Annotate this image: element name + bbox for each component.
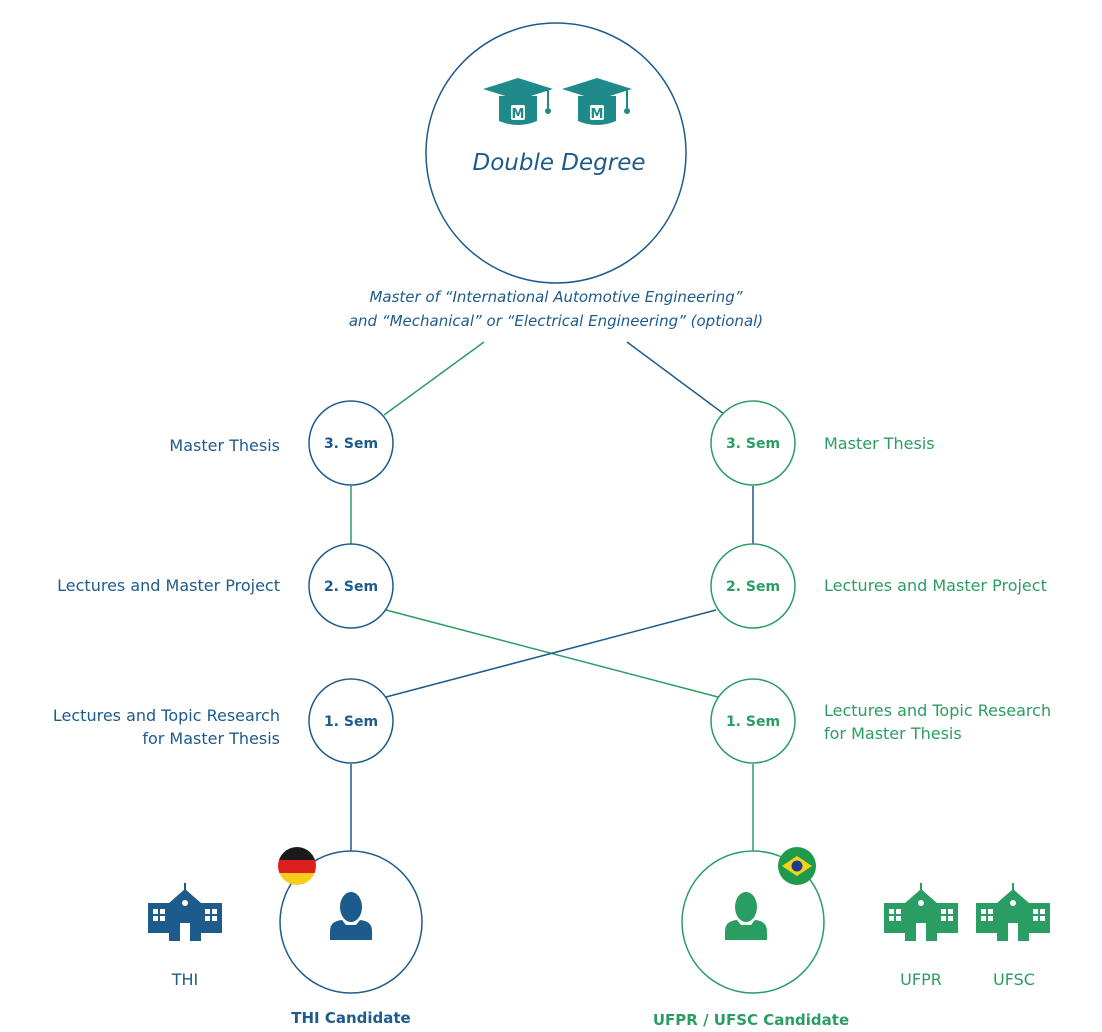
right-master-thesis-label: Master Thesis bbox=[824, 434, 935, 453]
left-lectures-research-label-line2: for Master Thesis bbox=[142, 729, 280, 748]
right-sem1-circle bbox=[710, 678, 796, 764]
degree-caption-line2: and “Mechanical” or “Electrical Engineer… bbox=[348, 312, 764, 330]
connector-cross-blue bbox=[385, 609, 717, 698]
person-icon bbox=[330, 892, 372, 940]
connector-right-top bbox=[626, 341, 725, 415]
school-building-icon bbox=[884, 883, 958, 941]
brazil-flag-icon bbox=[778, 847, 816, 885]
thi-candidate-label: THI Candidate bbox=[291, 1009, 411, 1027]
left-sem3-circle bbox=[308, 400, 394, 486]
germany-flag-icon bbox=[278, 847, 316, 885]
right-sem2-circle bbox=[710, 543, 796, 629]
thi-institution-label: THI bbox=[171, 970, 199, 989]
left-sem1-circle bbox=[308, 678, 394, 764]
svg-text:M: M bbox=[512, 107, 525, 122]
right-sem2-label: 2. Sem bbox=[726, 579, 780, 595]
ufpr-institution-label: UFPR bbox=[900, 970, 942, 989]
ufpr-ufsc-candidate-label: UFPR / UFSC Candidate bbox=[652, 1011, 850, 1029]
right-lectures-research-label: Lectures and Topic Research bbox=[824, 701, 1052, 720]
connector-left-top bbox=[383, 341, 485, 416]
graduation-cap-icon: M bbox=[562, 78, 632, 125]
left-lectures-project-label: Lectures and Master Project bbox=[57, 576, 280, 595]
svg-text:M: M bbox=[591, 107, 604, 122]
right-sem1-label: 1. Sem bbox=[726, 714, 780, 730]
ufsc-institution-label: UFSC bbox=[993, 970, 1035, 989]
left-master-thesis-label: Master Thesis bbox=[169, 436, 280, 455]
right-sem3-label: 3. Sem bbox=[726, 436, 780, 452]
right-sem3-circle bbox=[710, 400, 796, 486]
graduation-cap-icon: M bbox=[483, 78, 553, 125]
school-building-icon bbox=[148, 883, 222, 941]
double-degree-title: Double Degree bbox=[472, 150, 645, 176]
left-sem2-label: 2. Sem bbox=[324, 579, 378, 595]
school-building-icon bbox=[976, 883, 1050, 941]
degree-caption-line1: Master of “International Automotive Engi… bbox=[369, 288, 743, 306]
ufpr-ufsc-candidate-circle bbox=[681, 850, 825, 994]
left-lectures-research-label: Lectures and Topic Research bbox=[52, 706, 280, 725]
right-lectures-research-label-line2: for Master Thesis bbox=[824, 724, 962, 743]
left-sem2-circle bbox=[308, 543, 394, 629]
right-lectures-project-label: Lectures and Master Project bbox=[824, 576, 1047, 595]
left-sem1-label: 1. Sem bbox=[324, 714, 378, 730]
left-sem3-label: 3. Sem bbox=[324, 436, 378, 452]
person-icon bbox=[725, 892, 767, 940]
